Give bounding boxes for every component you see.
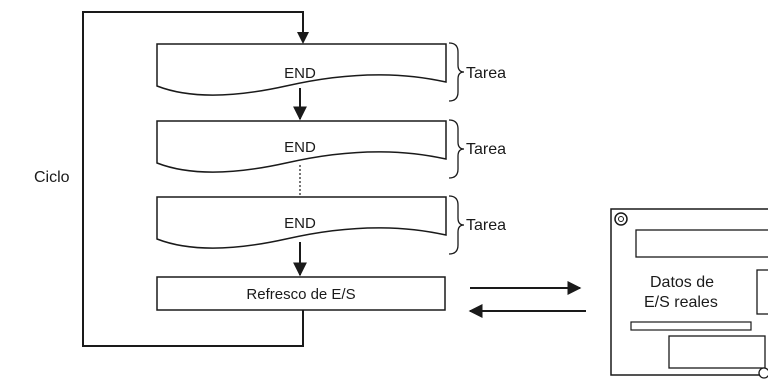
io-refresh-box (156, 276, 446, 311)
io-unit-side-block (756, 269, 768, 315)
task-block-shape (156, 120, 447, 173)
task-end-label: END (284, 65, 316, 82)
io-data-line2: E/S reales (644, 294, 718, 311)
io-data-line1: Datos de (650, 274, 714, 291)
task-brace-label: Tarea (466, 65, 506, 82)
mounting-hole-inner (618, 216, 624, 222)
mounting-hole-icon (758, 367, 768, 379)
task-block-2: END Tarea (156, 119, 506, 179)
cycle-loop-line (82, 11, 304, 347)
io-unit-top-panel (635, 229, 768, 258)
task-block-shape (156, 196, 447, 249)
cycle-label: Ciclo (34, 169, 70, 186)
cycle-loop-arrowhead (297, 32, 309, 44)
task-end-label: END (284, 215, 316, 232)
io-unit: Datos de E/S reales (610, 208, 768, 379)
task-brace (448, 119, 465, 179)
io-unit-slot (630, 321, 752, 331)
task-brace-label: Tarea (466, 217, 506, 234)
task-brace-label: Tarea (466, 141, 506, 158)
task-brace (448, 42, 465, 102)
task-block-1: END Tarea (156, 42, 506, 102)
task-brace (448, 195, 465, 255)
task-block-shape (156, 43, 447, 96)
io-refresh-label: Refresco de E/S (246, 286, 355, 303)
task-block-3: END Tarea (156, 195, 506, 255)
task-end-label: END (284, 139, 316, 156)
io-unit-bottom-block (668, 335, 766, 369)
